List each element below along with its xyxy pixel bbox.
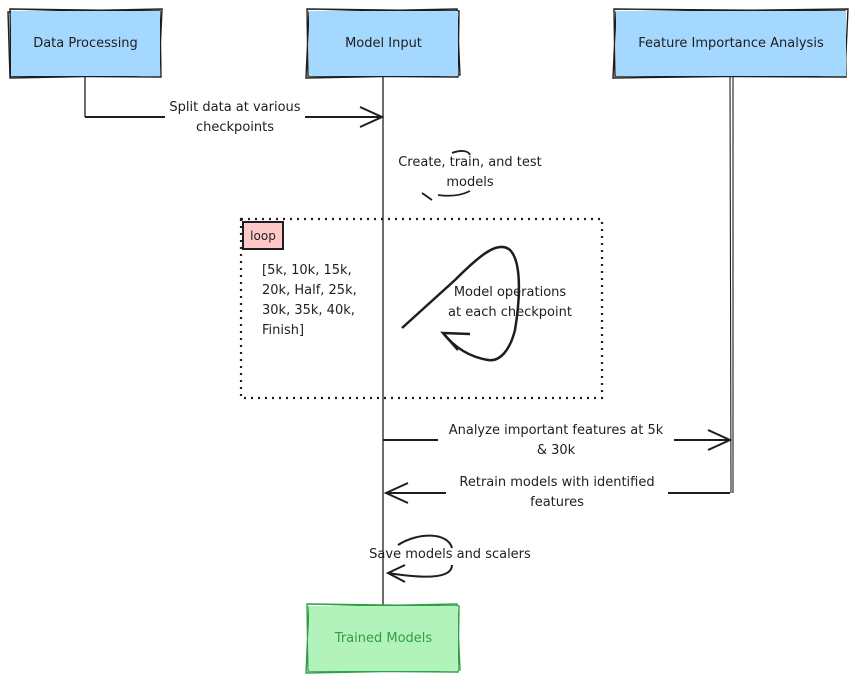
save-self-arrow <box>387 534 453 578</box>
participant-label: Data Processing <box>33 36 138 51</box>
message-create-label: Create, train, and test models <box>398 155 542 190</box>
message-analyze-label: Analyze important features at 5k & 30k <box>438 421 674 461</box>
lifeline-feature-importance <box>729 75 734 494</box>
loop-self-arrow <box>401 245 521 362</box>
loop-self-arrowhead <box>440 331 471 351</box>
participant-data-processing: Data Processing <box>11 11 160 76</box>
loop-condition: [5k, 10k, 15k, 20k, Half, 25k, 30k, 35k,… <box>262 263 357 338</box>
loop-tag: loop <box>242 221 284 250</box>
analyze-arrowhead <box>707 429 733 451</box>
loop-self-message-label: Model operations at each checkpoint <box>448 285 572 320</box>
message-split-label: Split data at various checkpoints <box>169 100 301 135</box>
split-arrowhead <box>359 106 385 128</box>
retrain-arrowhead <box>383 482 409 504</box>
participant-label: Model Input <box>345 36 422 51</box>
message-retrain-label: Retrain models with identified features <box>446 473 668 513</box>
save-self-arrowhead <box>385 564 406 583</box>
message-save-label: Save models and scalers <box>369 547 531 562</box>
create-self-arrow <box>421 150 471 201</box>
terminal-trained-models: Trained Models <box>309 606 458 671</box>
participant-feature-importance: Feature Importance Analysis <box>616 11 846 76</box>
terminal-label: Trained Models <box>334 631 433 646</box>
box-outline-model-input <box>305 8 461 79</box>
box-outline-trained-models <box>305 603 461 674</box>
participant-model-input: Model Input <box>309 11 458 76</box>
loop-tag-label: loop <box>250 228 276 243</box>
participant-label: Feature Importance Analysis <box>638 36 824 51</box>
